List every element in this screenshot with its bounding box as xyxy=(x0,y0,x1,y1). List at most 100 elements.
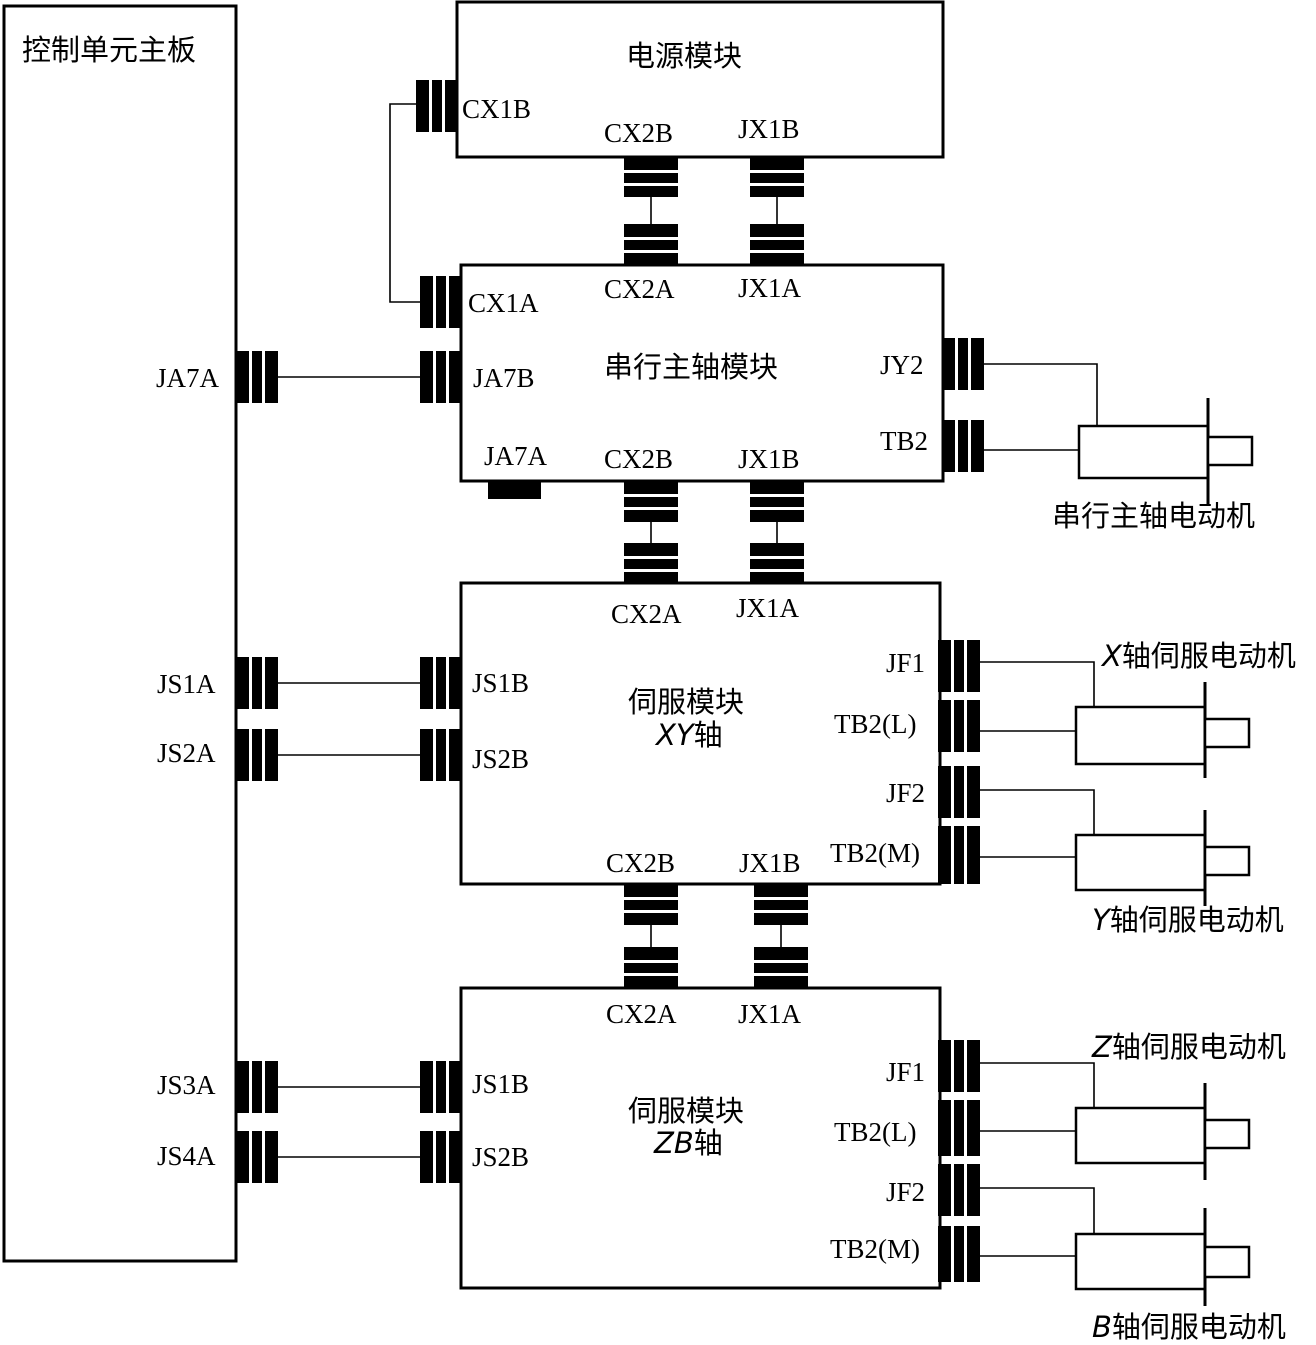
spindle-module-box xyxy=(459,263,945,483)
motor-z xyxy=(1074,1083,1251,1180)
label-zb-js2b: JS2B xyxy=(472,1142,529,1172)
label-xy-cx2a: CX2A xyxy=(611,599,682,629)
label-x-motor-suffix: 轴伺服电动机 xyxy=(1122,639,1296,673)
motor-spindle xyxy=(1077,398,1254,506)
connector-zb-cx2a xyxy=(624,947,678,988)
label-x-motor-axis: X xyxy=(1100,639,1123,673)
label-y-motor-axis: Y xyxy=(1092,903,1112,937)
servo-zb-module-box xyxy=(459,986,942,1290)
connector-spindle-cx2a xyxy=(624,224,678,265)
motor-x xyxy=(1074,682,1251,778)
label-b-motor: B轴伺服电动机 xyxy=(1092,1310,1286,1344)
spindle-module-title: 串行主轴模块 xyxy=(604,350,778,384)
label-power-jx1b: JX1B xyxy=(738,114,800,144)
connector-xy-jx1a xyxy=(750,543,804,583)
label-spindle-jx1b: JX1B xyxy=(738,444,800,474)
connector-spindle-cx2b xyxy=(624,481,678,522)
power-module-title: 电源模块 xyxy=(626,39,742,73)
label-js2a: JS2A xyxy=(157,738,216,768)
connector-js1a xyxy=(236,657,278,709)
connector-power-cx2b xyxy=(624,157,678,197)
connector-spindle-ja7a xyxy=(488,481,541,499)
label-z-motor-suffix: 轴伺服电动机 xyxy=(1112,1030,1286,1064)
connector-xy-cx2b xyxy=(624,884,678,925)
connectors-side xyxy=(236,80,984,1282)
connector-xy-tb2l xyxy=(938,700,980,752)
motor-b xyxy=(1074,1208,1251,1306)
connector-ja7b xyxy=(420,351,462,403)
connector-tb2 xyxy=(942,420,984,472)
label-x-motor: X轴伺服电动机 xyxy=(1100,639,1296,673)
connector-jy2 xyxy=(942,338,984,390)
connector-js2a xyxy=(236,729,278,781)
label-js3a: JS3A xyxy=(157,1070,216,1100)
label-board-ja7a: JA7A xyxy=(156,363,220,393)
servo-zb-axis-italic: ZB xyxy=(653,1126,694,1160)
label-b-motor-suffix: 轴伺服电动机 xyxy=(1112,1310,1286,1344)
label-xy-jf1: JF1 xyxy=(886,648,925,678)
label-spindle-jx1a: JX1A xyxy=(738,273,802,303)
label-cx1a: CX1A xyxy=(468,288,539,318)
label-tb2: TB2 xyxy=(880,426,928,456)
label-xy-cx2b: CX2B xyxy=(606,848,675,878)
label-cx1b: CX1B xyxy=(462,94,531,124)
label-xy-js1b: JS1B xyxy=(472,668,529,698)
servo-xy-axis-suffix: 轴 xyxy=(694,718,723,752)
connector-power-jx1b xyxy=(750,157,804,197)
connector-xy-jx1b xyxy=(754,884,808,925)
power-module-box xyxy=(455,0,945,159)
connector-board-ja7a xyxy=(236,351,278,403)
connector-zb-jf2 xyxy=(938,1164,980,1216)
label-spindle-motor: 串行主轴电动机 xyxy=(1052,499,1255,533)
connector-cx1b xyxy=(416,80,458,132)
connector-zb-js1b xyxy=(420,1061,462,1113)
label-xy-jf2: JF2 xyxy=(886,778,925,808)
label-zb-jf1: JF1 xyxy=(886,1057,925,1087)
connector-xy-cx2a xyxy=(624,543,678,583)
control-board-box xyxy=(2,4,238,1263)
label-zb-jx1a: JX1A xyxy=(738,999,802,1029)
label-spindle-cx2a: CX2A xyxy=(604,274,675,304)
connectors-vertical xyxy=(488,157,808,988)
label-xy-js2b: JS2B xyxy=(472,744,529,774)
connector-xy-tb2m xyxy=(938,826,980,884)
connector-xy-js2b xyxy=(420,729,462,781)
servo-xy-axis-italic: XY xyxy=(654,718,696,752)
connector-spindle-jx1b xyxy=(750,481,804,522)
connector-js3a xyxy=(236,1061,278,1113)
label-xy-jx1b: JX1B xyxy=(739,848,801,878)
label-xy-jx1a: JX1A xyxy=(736,593,800,623)
servo-xy-module-box xyxy=(459,581,942,886)
label-power-cx2b: CX2B xyxy=(604,118,673,148)
connector-zb-tb2m xyxy=(938,1226,980,1282)
servo-zb-title: 伺服模块 xyxy=(628,1094,744,1128)
connector-js4a xyxy=(236,1131,278,1183)
connector-zb-jx1a xyxy=(754,947,808,988)
label-jy2: JY2 xyxy=(880,350,924,380)
servo-zb-axis-suffix: 轴 xyxy=(694,1126,723,1160)
label-zb-js1b: JS1B xyxy=(472,1069,529,1099)
label-js1a: JS1A xyxy=(157,669,216,699)
label-js4a: JS4A xyxy=(157,1141,216,1171)
connector-zb-js2b xyxy=(420,1131,462,1183)
label-spindle-ja7a: JA7A xyxy=(484,441,548,471)
connector-zb-tb2l xyxy=(938,1100,980,1156)
label-spindle-cx2b: CX2B xyxy=(604,444,673,474)
servo-zb-axis: ZB轴 xyxy=(653,1126,723,1160)
label-zb-jf2: JF2 xyxy=(886,1177,925,1207)
control-board-title: 控制单元主板 xyxy=(22,33,196,67)
connector-xy-js1b xyxy=(420,657,462,709)
connector-spindle-jx1a xyxy=(750,224,804,265)
wires xyxy=(276,103,1098,1257)
label-b-motor-axis: B xyxy=(1092,1310,1112,1344)
label-z-motor-axis: Z xyxy=(1091,1030,1113,1064)
label-z-motor: Z轴伺服电动机 xyxy=(1091,1030,1286,1064)
servo-xy-title: 伺服模块 xyxy=(628,685,744,719)
label-y-motor-suffix: 轴伺服电动机 xyxy=(1110,903,1284,937)
label-xy-tb2m: TB2(M) xyxy=(830,838,920,868)
label-xy-tb2l: TB2(L) xyxy=(834,709,916,739)
connector-zb-jf1 xyxy=(938,1040,980,1092)
label-ja7b: JA7B xyxy=(473,363,535,393)
motor-y xyxy=(1074,810,1251,906)
